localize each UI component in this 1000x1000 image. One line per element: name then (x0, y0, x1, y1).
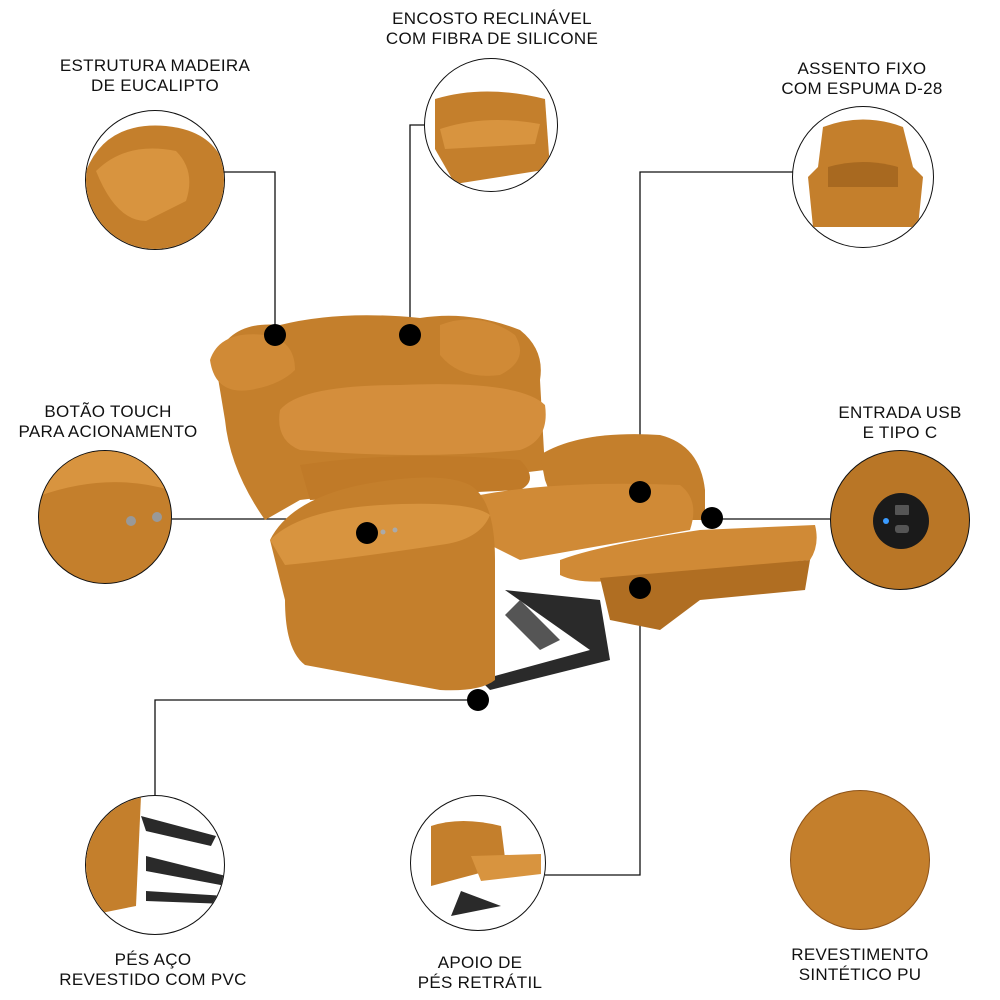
detail-circle-pes (85, 795, 225, 935)
connector-encosto (409, 124, 425, 335)
detail-circle-apoio (410, 795, 546, 931)
dot-estrutura (264, 324, 286, 346)
connector-pes (154, 699, 478, 795)
detail-circle-encosto (424, 58, 558, 192)
dot-usb (701, 507, 723, 529)
recliner-chair-image (210, 315, 817, 691)
dot-botao (356, 522, 378, 544)
detail-circle-assento (792, 106, 934, 248)
dot-encosto (399, 324, 421, 346)
dot-apoio (629, 577, 651, 599)
detail-circle-botao (38, 450, 172, 584)
dot-pes (467, 689, 489, 711)
detail-circle-estrutura (85, 110, 225, 250)
connector-estrutura (220, 171, 276, 335)
detail-circle-revestimento (790, 790, 930, 930)
dot-assento (629, 481, 651, 503)
detail-circle-usb (830, 450, 970, 590)
connector-apoio (545, 588, 641, 876)
connector-assento (639, 171, 795, 492)
